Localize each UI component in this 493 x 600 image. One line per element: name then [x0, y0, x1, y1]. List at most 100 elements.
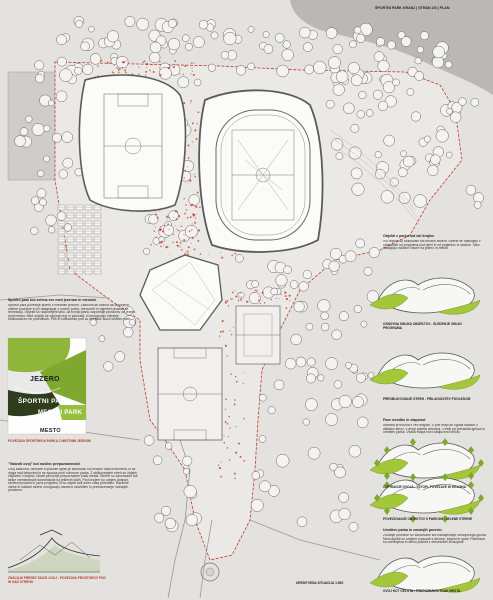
tree: [325, 357, 338, 370]
section-caption: ZNACILNI PREREZ SKOZI OVOJ - POVEZAVA PR…: [8, 576, 107, 584]
tree: [167, 37, 181, 51]
left-heading-1: Sportni park kot zelena vez med jezerom …: [8, 298, 97, 302]
tree: [114, 351, 126, 362]
left-heading-2: "Valoviti ovoj" kot nosilec prepoznavnos…: [8, 462, 80, 466]
tree: [392, 78, 400, 87]
tree: [413, 194, 427, 208]
tree: [276, 64, 289, 78]
tree: [420, 31, 429, 41]
tree: [386, 40, 396, 50]
tree: [247, 62, 255, 71]
tree: [325, 413, 338, 426]
football-stadium-roof: [78, 74, 187, 212]
tree: [350, 74, 363, 87]
section-drawing: [7, 529, 101, 573]
tree: [82, 63, 94, 75]
inset-location-map: [7, 337, 87, 435]
tree: [378, 100, 389, 111]
tree: [262, 31, 270, 38]
tree: [356, 110, 365, 119]
tree: [250, 498, 264, 512]
tree: [59, 68, 73, 82]
tree: [43, 124, 51, 132]
tree: [267, 406, 276, 415]
tree: [285, 358, 297, 370]
tree: [397, 167, 408, 178]
tree: [317, 374, 325, 382]
athletics-stadium-roof: [198, 89, 324, 253]
tree: [123, 327, 134, 338]
tree: [274, 33, 285, 43]
axon-diagram: [369, 473, 484, 523]
tree: [183, 484, 197, 499]
right-body-3: Zunanje povrsine so zasnovane kot nadalj…: [383, 534, 487, 545]
tree: [281, 48, 294, 62]
parking-lot: [57, 204, 102, 275]
tree: [345, 361, 352, 369]
tree: [270, 287, 278, 296]
tree: [356, 33, 366, 44]
left-body-1: Sportni park povezuje jezero z mestnim j…: [8, 304, 137, 322]
tree: [295, 356, 307, 368]
tree: [106, 30, 120, 43]
inset-label-lake: JEZERO: [30, 376, 60, 383]
tree: [330, 138, 344, 151]
axon-diagram: [369, 277, 481, 315]
tree: [182, 34, 190, 42]
tree: [363, 266, 373, 276]
tree: [19, 127, 29, 136]
tree: [372, 89, 383, 100]
tree: [237, 291, 245, 299]
tree: [56, 211, 67, 221]
tree: [136, 17, 150, 31]
tree: [350, 123, 360, 133]
tree: [348, 521, 359, 532]
tree: [283, 265, 292, 275]
axonometric-diagrams: [369, 277, 484, 593]
tree: [34, 60, 45, 71]
roundabout: [200, 562, 220, 582]
tree: [397, 31, 406, 40]
right-body-1: Vsi objekti so oblikovani kot enoten sis…: [383, 240, 482, 251]
tree: [389, 177, 399, 187]
tree: [248, 292, 261, 305]
tree: [445, 151, 453, 159]
tree: [80, 41, 90, 52]
tree: [347, 62, 360, 75]
tree: [161, 505, 171, 516]
tree: [74, 66, 83, 75]
tree: [35, 73, 45, 84]
tree: [210, 31, 219, 40]
tree: [43, 155, 50, 163]
axon-diagram: [369, 352, 481, 390]
tree: [410, 111, 421, 122]
tree: [435, 129, 449, 143]
tree: [406, 88, 415, 96]
tree: [338, 508, 351, 521]
tree: [177, 76, 190, 89]
tree: [273, 379, 285, 391]
tree: [128, 318, 136, 326]
tree: [299, 26, 311, 39]
tree: [302, 418, 310, 426]
diagram-caption-4: POVEZOVANJE OBJEKTOV S PARKOM - ZELENE S…: [383, 517, 473, 521]
tree: [89, 53, 102, 65]
tree: [328, 56, 341, 70]
tree: [159, 66, 172, 80]
tree: [124, 306, 134, 316]
tree: [427, 164, 439, 176]
tree: [432, 45, 445, 59]
tree: [414, 71, 425, 81]
tree: [282, 40, 291, 49]
tree: [374, 151, 382, 159]
tree: [149, 51, 161, 64]
tree: [52, 132, 62, 143]
running-track: [215, 109, 311, 241]
tree: [331, 329, 342, 340]
tree: [368, 247, 380, 258]
visitor-flow-dots: [94, 59, 291, 480]
tree: [30, 196, 40, 205]
tree: [302, 42, 313, 52]
tree: [317, 299, 331, 313]
